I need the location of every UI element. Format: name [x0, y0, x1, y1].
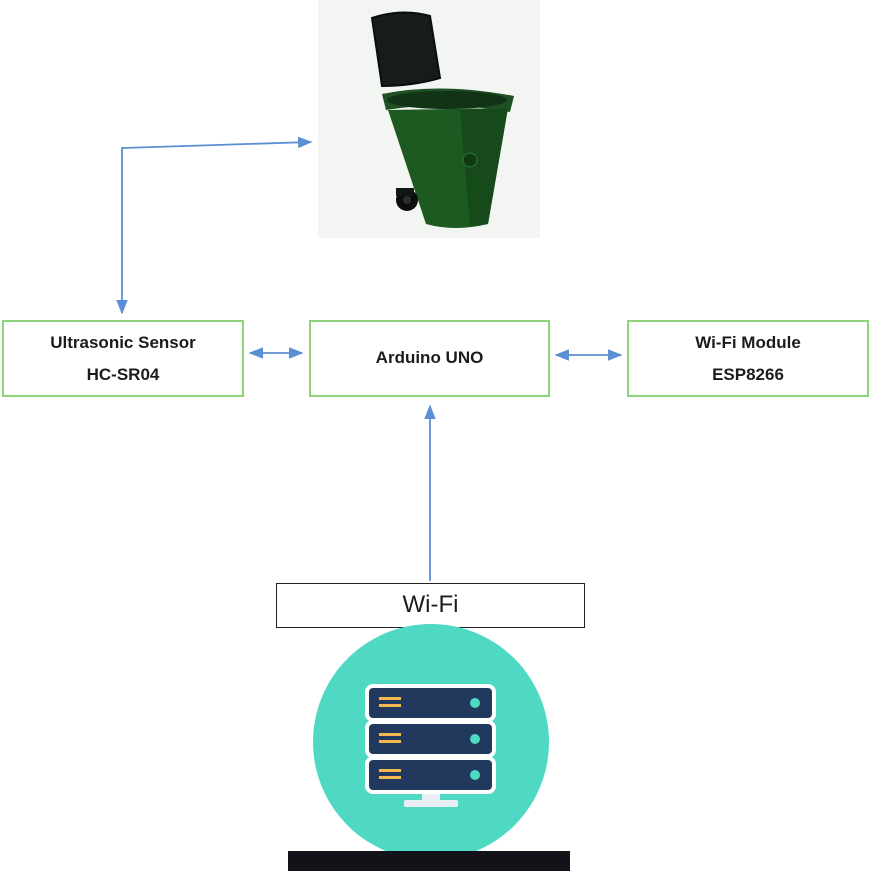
wifi-box: Wi-Fi	[276, 583, 585, 628]
sensor-bin-arrow	[116, 136, 313, 315]
arduino-uno-box: Arduino UNO	[309, 320, 550, 397]
wifi-module-label: Wi-Fi Module	[695, 333, 801, 353]
ultrasonic-sensor-model: HC-SR04	[86, 364, 160, 384]
wifi-label: Wi-Fi	[402, 591, 459, 619]
ultrasonic-sensor-label: Ultrasonic Sensor	[50, 333, 196, 353]
arduino-uno-label: Arduino UNO	[375, 348, 484, 367]
wifi-module-model: ESP8266	[712, 364, 784, 384]
image-credit-bar	[288, 851, 570, 871]
ultrasonic-sensor-box: Ultrasonic Sensor HC-SR04	[2, 320, 244, 397]
wifi-module-box: Wi-Fi Module ESP8266	[627, 320, 869, 397]
